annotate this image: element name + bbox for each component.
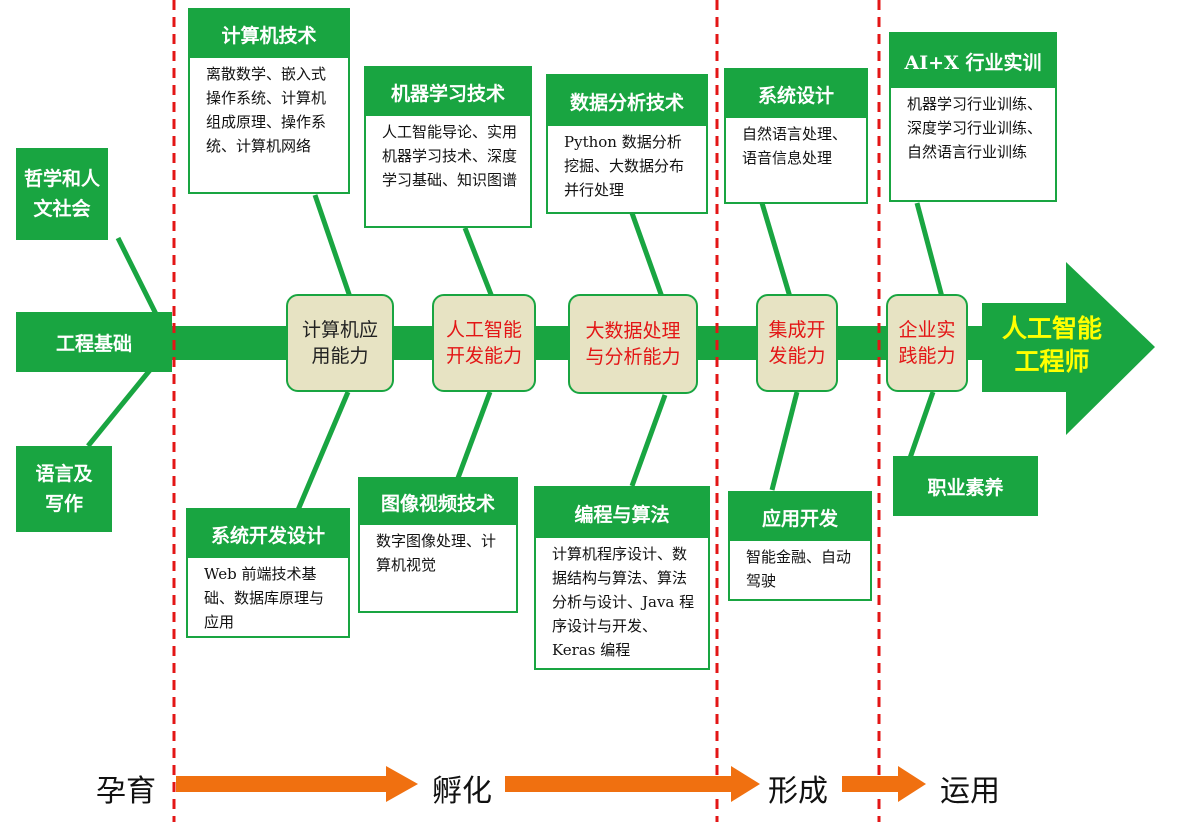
data-analysis-card: 数据分析技术 Python 数据分析挖掘、大数据分布并行处理 — [546, 74, 708, 214]
node-label: 集成开发能力 — [768, 319, 826, 367]
ai-development-node: 人工智能开发能力 — [432, 294, 536, 392]
result-arrow — [982, 262, 1155, 435]
stage-arrow — [505, 766, 760, 802]
language-box: 语言及写作 — [16, 446, 112, 532]
card-title: 系统开发设计 — [188, 510, 348, 558]
philosophy-label: 哲学和人文社会 — [23, 168, 100, 220]
card-title: 图像视频技术 — [360, 479, 516, 525]
branch-line — [312, 194, 353, 298]
node-label: 人工智能开发能力 — [445, 319, 522, 367]
image-video-card: 图像视频技术 数字图像处理、计算机视觉 — [358, 477, 518, 613]
branch-line — [295, 391, 351, 511]
stage-form-label: 形成 — [768, 774, 828, 809]
card-body: 离散数学、嵌入式操作系统、计算机组成原理、操作系统、计算机网络 — [206, 65, 327, 155]
card-title: 计算机技术 — [190, 10, 348, 58]
professional-box: 职业素养 — [893, 456, 1038, 516]
branch-line — [759, 202, 793, 298]
card-title: 系统设计 — [726, 70, 866, 118]
enterprise-practice-node: 企业实践能力 — [886, 294, 968, 392]
card-title: 应用开发 — [730, 493, 870, 541]
card-title: 数据分析技术 — [548, 76, 706, 126]
card-body: Web 前端技术基础、数据库原理与应用 — [204, 565, 325, 631]
branch-line — [907, 391, 936, 459]
branch-line — [629, 394, 668, 487]
card-body: Python 数据分析挖掘、大数据分布并行处理 — [564, 133, 685, 199]
branch-line — [769, 391, 800, 491]
programming-card: 编程与算法 计算机程序设计、数据结构与算法、算法分析与设计、Java 程序设计与… — [534, 486, 710, 670]
branch-line — [462, 227, 495, 298]
left-branch-top — [115, 236, 161, 320]
node-label: 企业实践能力 — [898, 319, 956, 367]
stage-hatch-label: 孵化 — [432, 774, 492, 809]
card-title: 编程与算法 — [536, 488, 708, 538]
app-dev-card: 应用开发 智能金融、自动驾驶 — [728, 491, 872, 601]
philosophy-box: 哲学和人文社会 — [16, 148, 108, 240]
card-body: 自然语言处理、语音信息处理 — [742, 125, 848, 167]
card-body: 机器学习行业训练、深度学习行业训练、自然语言行业训练 — [907, 95, 1043, 161]
stage-arrow — [842, 766, 926, 802]
professional-label: 职业素养 — [927, 476, 1004, 499]
stage-incubate-label: 孕育 — [96, 774, 156, 809]
node-label: 大数据处理与分析能力 — [585, 320, 681, 368]
card-title: 机器学习技术 — [366, 68, 530, 116]
branch-line — [914, 202, 945, 298]
branch-line — [629, 212, 665, 298]
language-label: 语言及写作 — [35, 463, 93, 515]
stage-apply-label: 运用 — [940, 774, 1000, 809]
computer-application-node: 计算机应用能力 — [286, 294, 394, 392]
card-body: 人工智能导论、实用机器学习技术、深度学习基础、知识图谱 — [382, 123, 518, 189]
integration-dev-node: 集成开发能力 — [756, 294, 838, 392]
card-body: 计算机程序设计、数据结构与算法、算法分析与设计、Java 程序设计与开发、Ker… — [552, 545, 695, 659]
card-title: AI+X 行业实训 — [891, 34, 1055, 88]
ml-tech-card: 机器学习技术 人工智能导论、实用机器学习技术、深度学习基础、知识图谱 — [364, 66, 532, 228]
ai-x-card: AI+X 行业实训 机器学习行业训练、深度学习行业训练、自然语言行业训练 — [889, 32, 1057, 202]
engineering-label: 工程基础 — [55, 332, 132, 355]
engineering-box: 工程基础 — [16, 312, 172, 372]
node-label: 计算机应用能力 — [301, 319, 378, 367]
card-body: 智能金融、自动驾驶 — [746, 548, 852, 590]
branch-line — [455, 391, 493, 479]
sys-dev-card: 系统开发设计 Web 前端技术基础、数据库原理与应用 — [186, 508, 350, 638]
stage-arrow — [176, 766, 418, 802]
left-branch-bottom — [86, 368, 152, 448]
ai-engineer-label: 人工智能工程师 — [1001, 314, 1102, 376]
card-body: 数字图像处理、计算机视觉 — [376, 532, 497, 574]
computer-tech-card: 计算机技术 离散数学、嵌入式操作系统、计算机组成原理、操作系统、计算机网络 — [188, 8, 350, 194]
system-design-card: 系统设计 自然语言处理、语音信息处理 — [724, 68, 868, 204]
big-data-node: 大数据处理与分析能力 — [568, 294, 698, 394]
